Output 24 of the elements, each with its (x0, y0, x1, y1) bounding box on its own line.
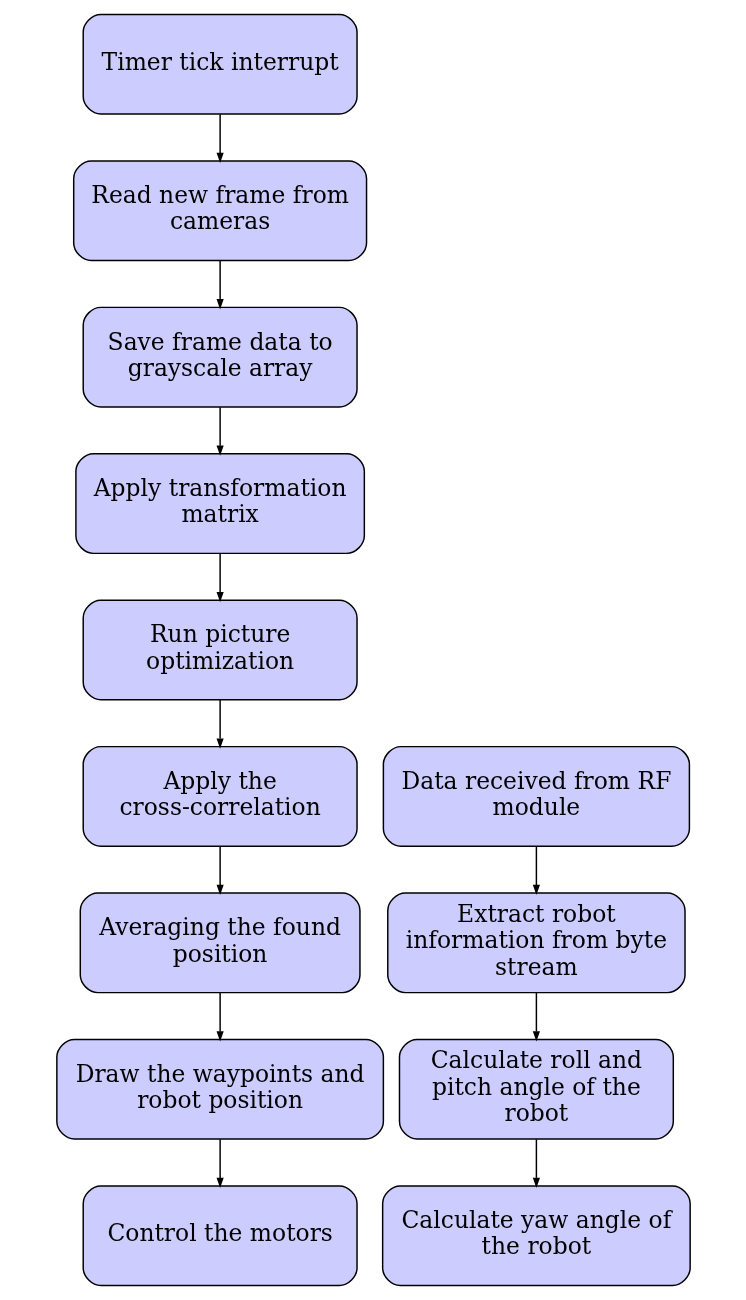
node-box: Calculate roll and pitch angle of the robot (398, 1038, 674, 1140)
node-box: Save frame data to grayscale array (81, 306, 358, 408)
arrow (216, 699, 224, 749)
node-box: Apply the cross-correlation (81, 745, 358, 847)
node-box: Data received from RF module (382, 745, 690, 847)
arrow (216, 845, 224, 896)
arrow (216, 113, 224, 163)
node-box: Apply transformation matrix (74, 453, 365, 555)
arrow (216, 552, 224, 603)
arrow (532, 992, 540, 1042)
node-box: Draw the waypoints and robot position (55, 1038, 384, 1140)
arrow (216, 1138, 224, 1188)
arrow (532, 845, 540, 896)
arrow (216, 260, 224, 310)
node-box: Averaging the found position (79, 892, 361, 994)
node-box: Run picture optimization (81, 599, 358, 701)
node-box: Timer tick interrupt (81, 13, 358, 115)
node-box: Calculate yaw angle of the robot (381, 1185, 691, 1287)
arrow (216, 992, 224, 1042)
node-box: Extract robot information from byte stream (386, 892, 686, 994)
arrow (532, 1138, 540, 1188)
node-box: Read new frame from cameras (72, 160, 367, 262)
arrow (216, 406, 224, 456)
node-box: Control the motors (81, 1185, 358, 1287)
